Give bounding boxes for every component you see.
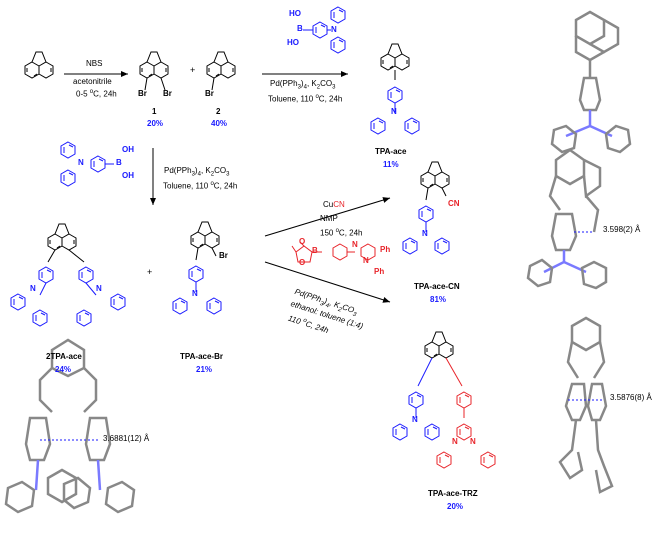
suzuki-mid-solvent-label: Toluene, 110 oC, 24h bbox=[163, 181, 238, 191]
tpa-ace-structure bbox=[380, 43, 410, 71]
compound-1-br-left: Br bbox=[138, 89, 147, 98]
boron-atom-top: B bbox=[297, 24, 303, 33]
nbs-reagent-label: NBS bbox=[86, 59, 103, 68]
tpa-ace-trz-name: TPA-ace-TRZ bbox=[428, 489, 478, 498]
nbs-temp-label: 0-5 oC, 24h bbox=[76, 89, 117, 99]
tpa-ace-trz-structure bbox=[392, 331, 496, 469]
crystal-tpa-ace bbox=[550, 10, 632, 154]
tpa-boronic-acid-top bbox=[312, 21, 328, 39]
tpa-ace-br-structure bbox=[172, 221, 222, 315]
tpa-ace-name: TPA-ace bbox=[375, 147, 407, 156]
trz-reagent-oxygen-1: O bbox=[299, 237, 306, 246]
suzuki-top-solvent-label: Toluene, 110 oC, 24h bbox=[268, 94, 343, 104]
plus-sign-mid: + bbox=[147, 267, 153, 277]
distance-label-cn: 3.598(2) Å bbox=[603, 225, 641, 234]
tpa-ace-yield: 11% bbox=[383, 160, 399, 169]
cyanation-solvent-label: NMP bbox=[320, 214, 338, 223]
tpa-ace-cn-structure bbox=[402, 161, 450, 255]
compound-2-yield: 40% bbox=[211, 119, 228, 128]
tpa-boronic-acid-left bbox=[60, 141, 114, 187]
arrow-trz bbox=[264, 261, 391, 303]
boronic-oh-left-2: OH bbox=[122, 171, 134, 180]
trz-reagent-oxygen-2: O bbox=[299, 258, 306, 267]
crystal-two-tpa-ace bbox=[4, 338, 136, 514]
tpa-ace-br-nitrogen: N bbox=[192, 289, 198, 298]
suzuki-top-catalyst-label: Pd(PPh3)4, K2CO3 bbox=[270, 79, 336, 91]
tpa-ace-nitrogen: N bbox=[391, 107, 397, 116]
two-tpa-ace-nitrogen-left: N bbox=[30, 284, 36, 293]
compound-1-yield: 20% bbox=[147, 119, 164, 128]
tpa-ace-cn-name: TPA-ace-CN bbox=[414, 282, 460, 291]
compound-1-br-right: Br bbox=[163, 89, 172, 98]
triazine-boronate-reagent bbox=[291, 241, 376, 263]
tpa-ace-cn-yield: 81% bbox=[430, 295, 447, 304]
cyanation-reagent-label: CuCN bbox=[323, 200, 345, 209]
compound-1-structure bbox=[139, 51, 169, 79]
two-tpa-ace-nitrogen-right: N bbox=[96, 284, 102, 293]
compound-2-br: Br bbox=[205, 89, 214, 98]
trz-reagent-boron: B bbox=[312, 246, 318, 255]
boronic-ho-top: HO bbox=[287, 38, 299, 47]
suzuki-mid-catalyst-label: Pd(PPh3)4, K2CO3 bbox=[164, 166, 230, 178]
trz-reagent-n1: N bbox=[352, 240, 358, 249]
compound-1-name: 1 bbox=[152, 107, 157, 116]
two-tpa-ace-yield: 24% bbox=[55, 365, 72, 374]
cyanation-temp-label: 150 oC, 24h bbox=[320, 228, 363, 238]
tpa-ace-br-bromine: Br bbox=[219, 251, 228, 260]
tpa-ace-trz-yield: 20% bbox=[447, 502, 464, 511]
distance-label-trz: 3.5876(8) Å bbox=[610, 393, 652, 402]
tpa-ace-cn-nitrogen: N bbox=[422, 229, 428, 238]
trz-reagent-n2: N bbox=[363, 256, 369, 265]
tpa-ace-br-name: TPA-ace-Br bbox=[180, 352, 223, 361]
tpa-ace-br-yield: 21% bbox=[196, 365, 213, 374]
tpa-ace-cn-cyano: CN bbox=[448, 199, 460, 208]
compound-2-name: 2 bbox=[216, 107, 221, 116]
arrow-cyanation bbox=[264, 197, 391, 237]
two-tpa-ace-name: 2TPA-ace bbox=[46, 352, 82, 361]
nbs-solvent-label: acetonitrile bbox=[73, 77, 112, 86]
nitrogen-atom-left-reagent: N bbox=[78, 158, 84, 167]
boronic-oh-top: HO bbox=[289, 9, 301, 18]
boronic-oh-left-1: OH bbox=[122, 145, 134, 154]
trz-reagent-ph-2: Ph bbox=[374, 267, 385, 276]
distance-label-two-tpa: 3.6881(12) Å bbox=[103, 434, 150, 443]
boron-atom-left: B bbox=[116, 158, 122, 167]
plus-sign-top: + bbox=[190, 65, 196, 75]
crystal-tpa-ace-cn bbox=[526, 148, 608, 290]
crystal-tpa-ace-trz bbox=[558, 316, 614, 494]
acenaphthene-structure bbox=[24, 51, 54, 79]
nitrogen-atom-top-reagent: N bbox=[331, 25, 337, 34]
tpa-ace-trz-n1: N bbox=[452, 437, 458, 446]
tpa-ace-trz-n2: N bbox=[470, 437, 476, 446]
compound-2-structure bbox=[206, 51, 236, 79]
trz-reagent-ph-1: Ph bbox=[380, 245, 391, 254]
two-tpa-ace-structure bbox=[10, 223, 126, 327]
tpa-ace-trz-nitrogen: N bbox=[412, 415, 418, 424]
